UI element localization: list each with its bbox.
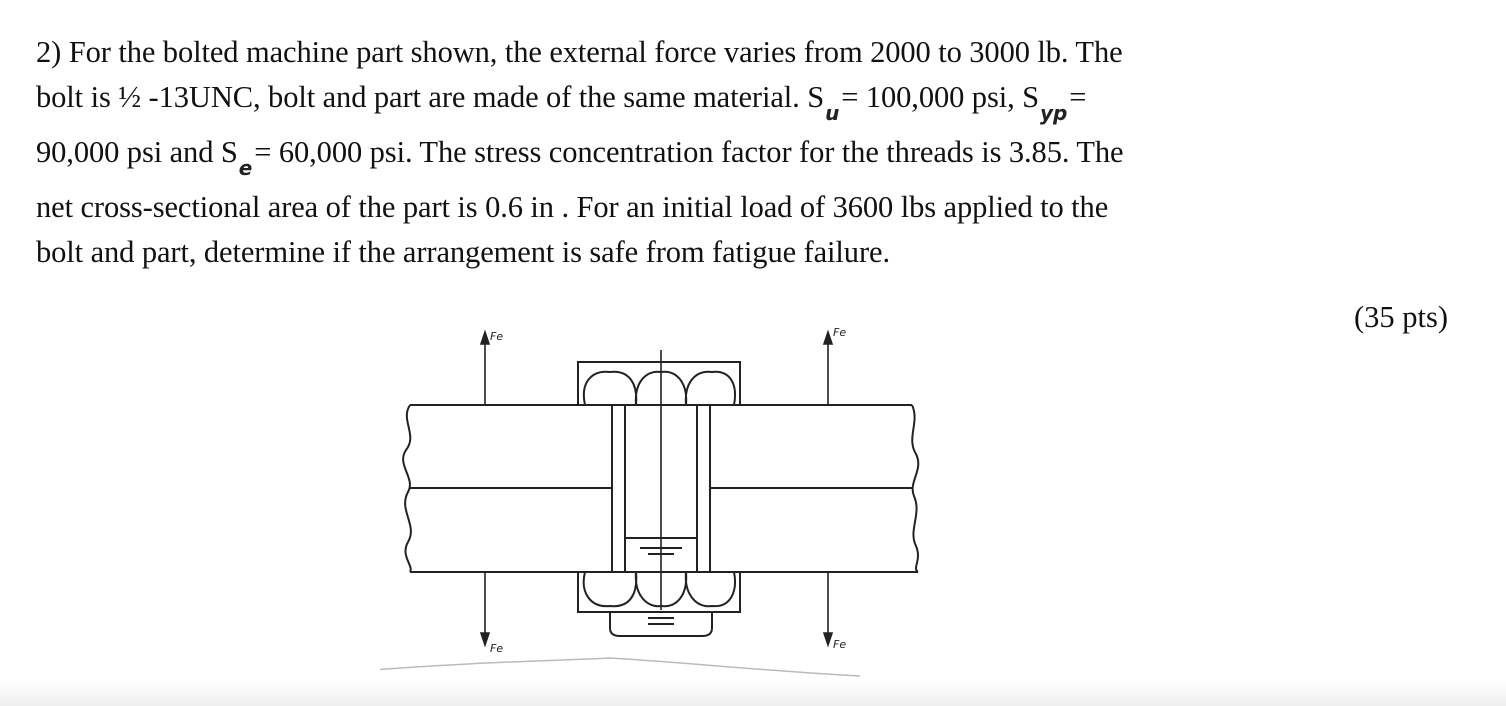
problem-line-2: bolt is ½ -13UNC, bolt and part are made… [36, 75, 1466, 130]
nut [577, 571, 741, 613]
problem-line-2-part-c: = [1069, 80, 1087, 114]
force-arrowhead-top-right [822, 329, 834, 345]
bolt-end-threads [648, 617, 674, 625]
force-arrowhead-bottom-right [822, 632, 834, 648]
points-label: (35 pts) [1353, 300, 1448, 334]
problem-line-2-part-b: = 100,000 psi, S [841, 80, 1040, 114]
bolt-head-chamfers [582, 370, 736, 406]
nut-chamfers [582, 571, 736, 608]
subscript-yp: yp [1040, 101, 1068, 126]
problem-statement: 2) For the bolted machine part shown, th… [36, 30, 1466, 275]
scan-line [349, 657, 861, 677]
force-label-top-right: Fe [833, 326, 846, 339]
bolt-head [577, 361, 741, 406]
bolt-hole-walls [611, 405, 711, 572]
problem-line-3-part-b: = 60,000 psi. The stress concentration f… [254, 135, 1124, 170]
subscript-u: u [825, 101, 840, 126]
problem-line-2-part-a: bolt is ½ -13UNC, bolt and part are made… [36, 80, 825, 114]
bolt-shank [624, 405, 698, 572]
bolted-joint-drawing: Fe Fe Fe Fe [349, 326, 920, 677]
bolted-joint-figure: Fe Fe Fe Fe [349, 310, 940, 690]
problem-line-1: 2) For the bolted machine part shown, th… [36, 35, 1123, 69]
problem-line-5: bolt and part, determine if the arrangem… [36, 235, 890, 270]
bolt-end [609, 612, 713, 637]
problem-line-3-part-a: 90,000 psi and S [36, 135, 238, 170]
force-label-bottom-right: Fe [833, 638, 846, 651]
lower-plate [410, 487, 918, 573]
force-arrowhead-bottom-left [479, 632, 491, 648]
force-label-top-left: Fe [490, 330, 503, 343]
upper-plate [410, 404, 912, 489]
force-arrowhead-top-left [479, 329, 491, 345]
force-label-bottom-left: Fe [490, 642, 503, 655]
left-break-line [402, 404, 412, 573]
problem-line-3: 90,000 psi and Se= 60,000 psi. The stres… [36, 130, 1466, 185]
problem-line-4: net cross-sectional area of the part is … [36, 190, 1109, 225]
right-break-line [911, 404, 920, 573]
subscript-e: e [238, 156, 253, 181]
bottom-fade [0, 680, 1506, 706]
